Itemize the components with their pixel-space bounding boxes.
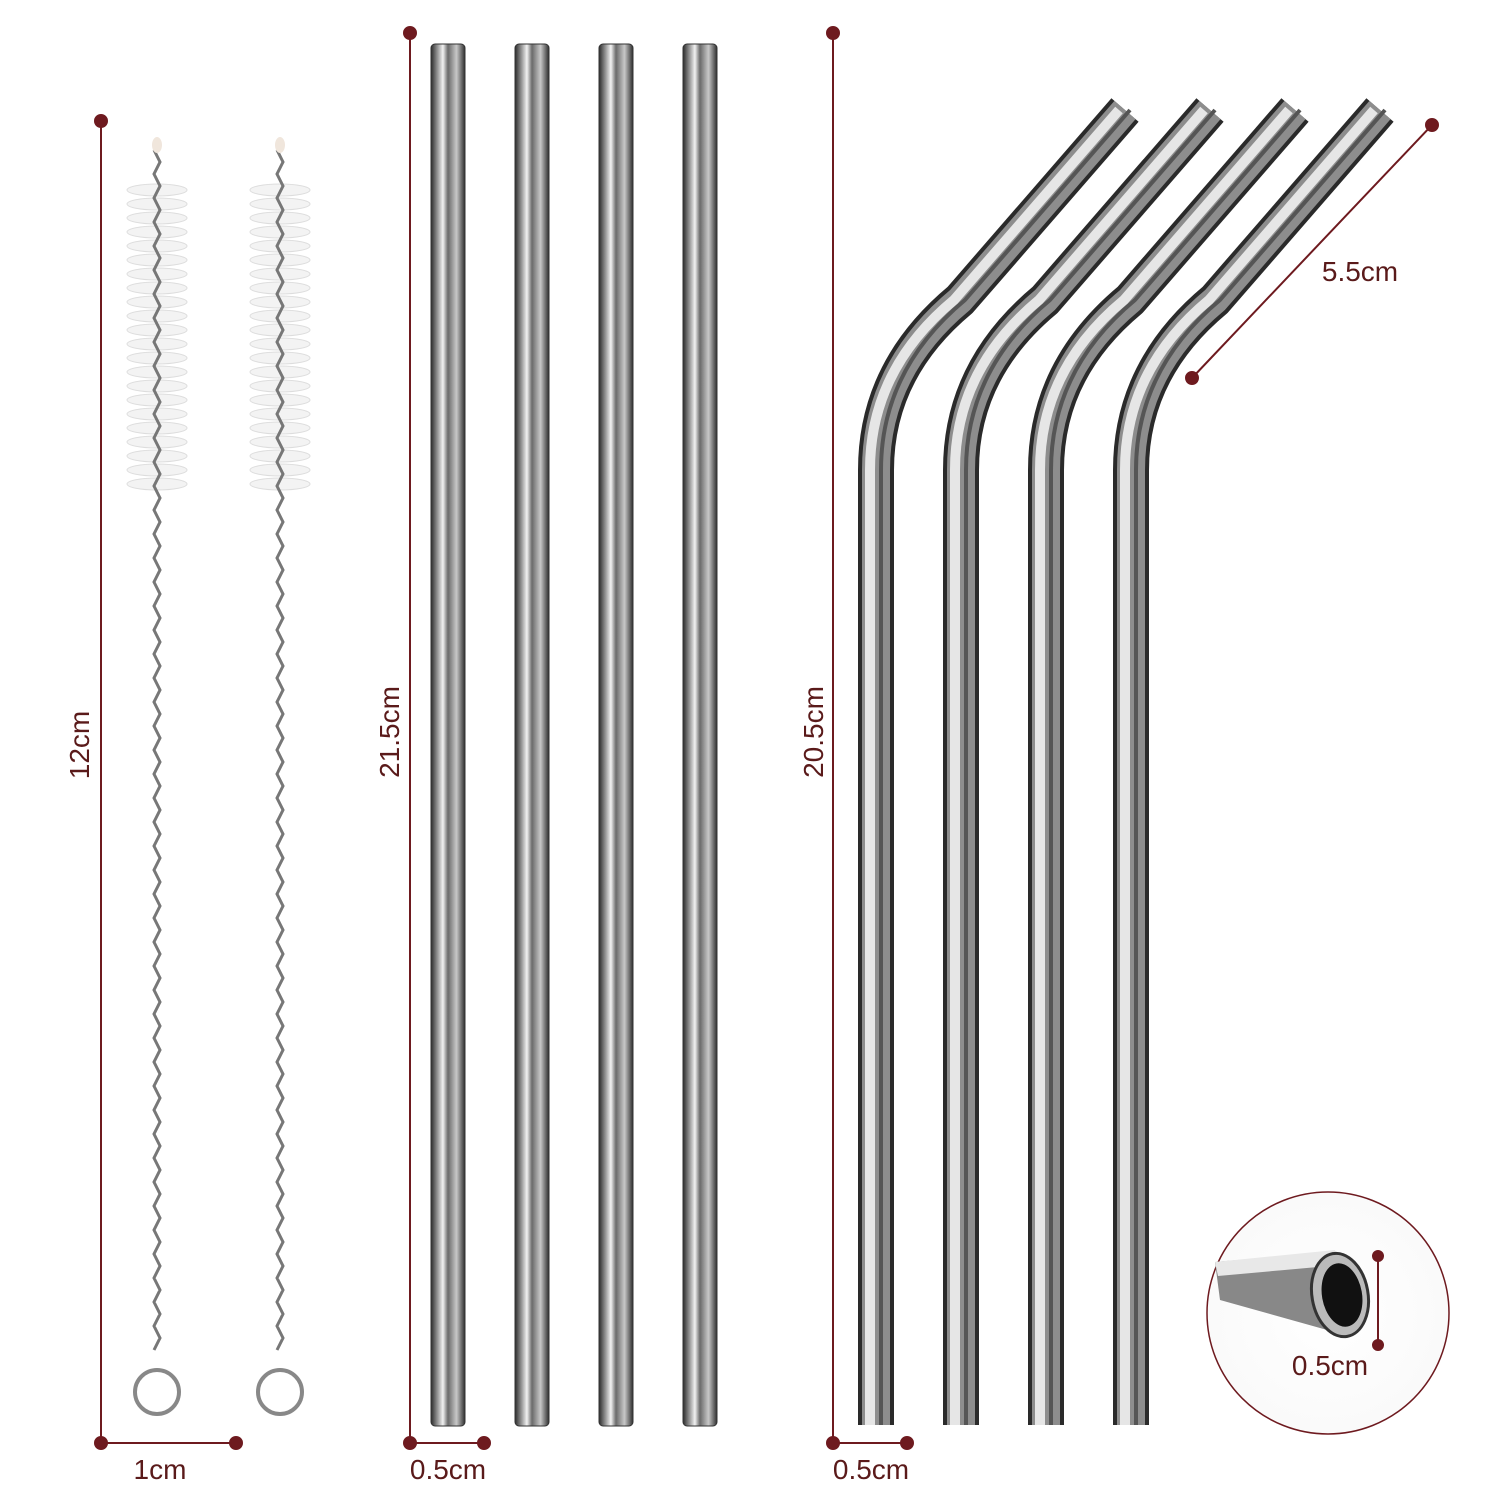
bent-straw bbox=[858, 98, 1139, 1425]
cleaning-brush bbox=[249, 137, 311, 1416]
bent-length-label: 20.5cm bbox=[798, 686, 829, 778]
straight-straw bbox=[514, 43, 550, 1427]
bent-straws bbox=[858, 98, 1394, 1425]
bent-straw bbox=[1113, 98, 1394, 1425]
straight-length-label: 21.5cm bbox=[374, 686, 405, 778]
bent-width-label: 0.5cm bbox=[832, 1454, 910, 1485]
bent-straw bbox=[943, 98, 1224, 1425]
straight-straws bbox=[430, 43, 718, 1427]
bent-tip-length-label: 5.5cm bbox=[1321, 256, 1399, 287]
dimension-lines bbox=[94, 26, 1439, 1450]
brush-length-label: 12cm bbox=[64, 710, 95, 780]
straight-straw bbox=[430, 43, 466, 1427]
inner-diameter-label: 0.5cm bbox=[1291, 1350, 1369, 1381]
straw-opening-inset bbox=[1206, 1191, 1450, 1435]
straight-straw bbox=[598, 43, 634, 1427]
straight-straw bbox=[682, 43, 718, 1427]
straight-width-label: 0.5cm bbox=[409, 1454, 487, 1485]
bent-straw bbox=[1028, 98, 1309, 1425]
cleaning-brush bbox=[126, 137, 188, 1416]
brush-width-label: 1cm bbox=[133, 1454, 187, 1485]
